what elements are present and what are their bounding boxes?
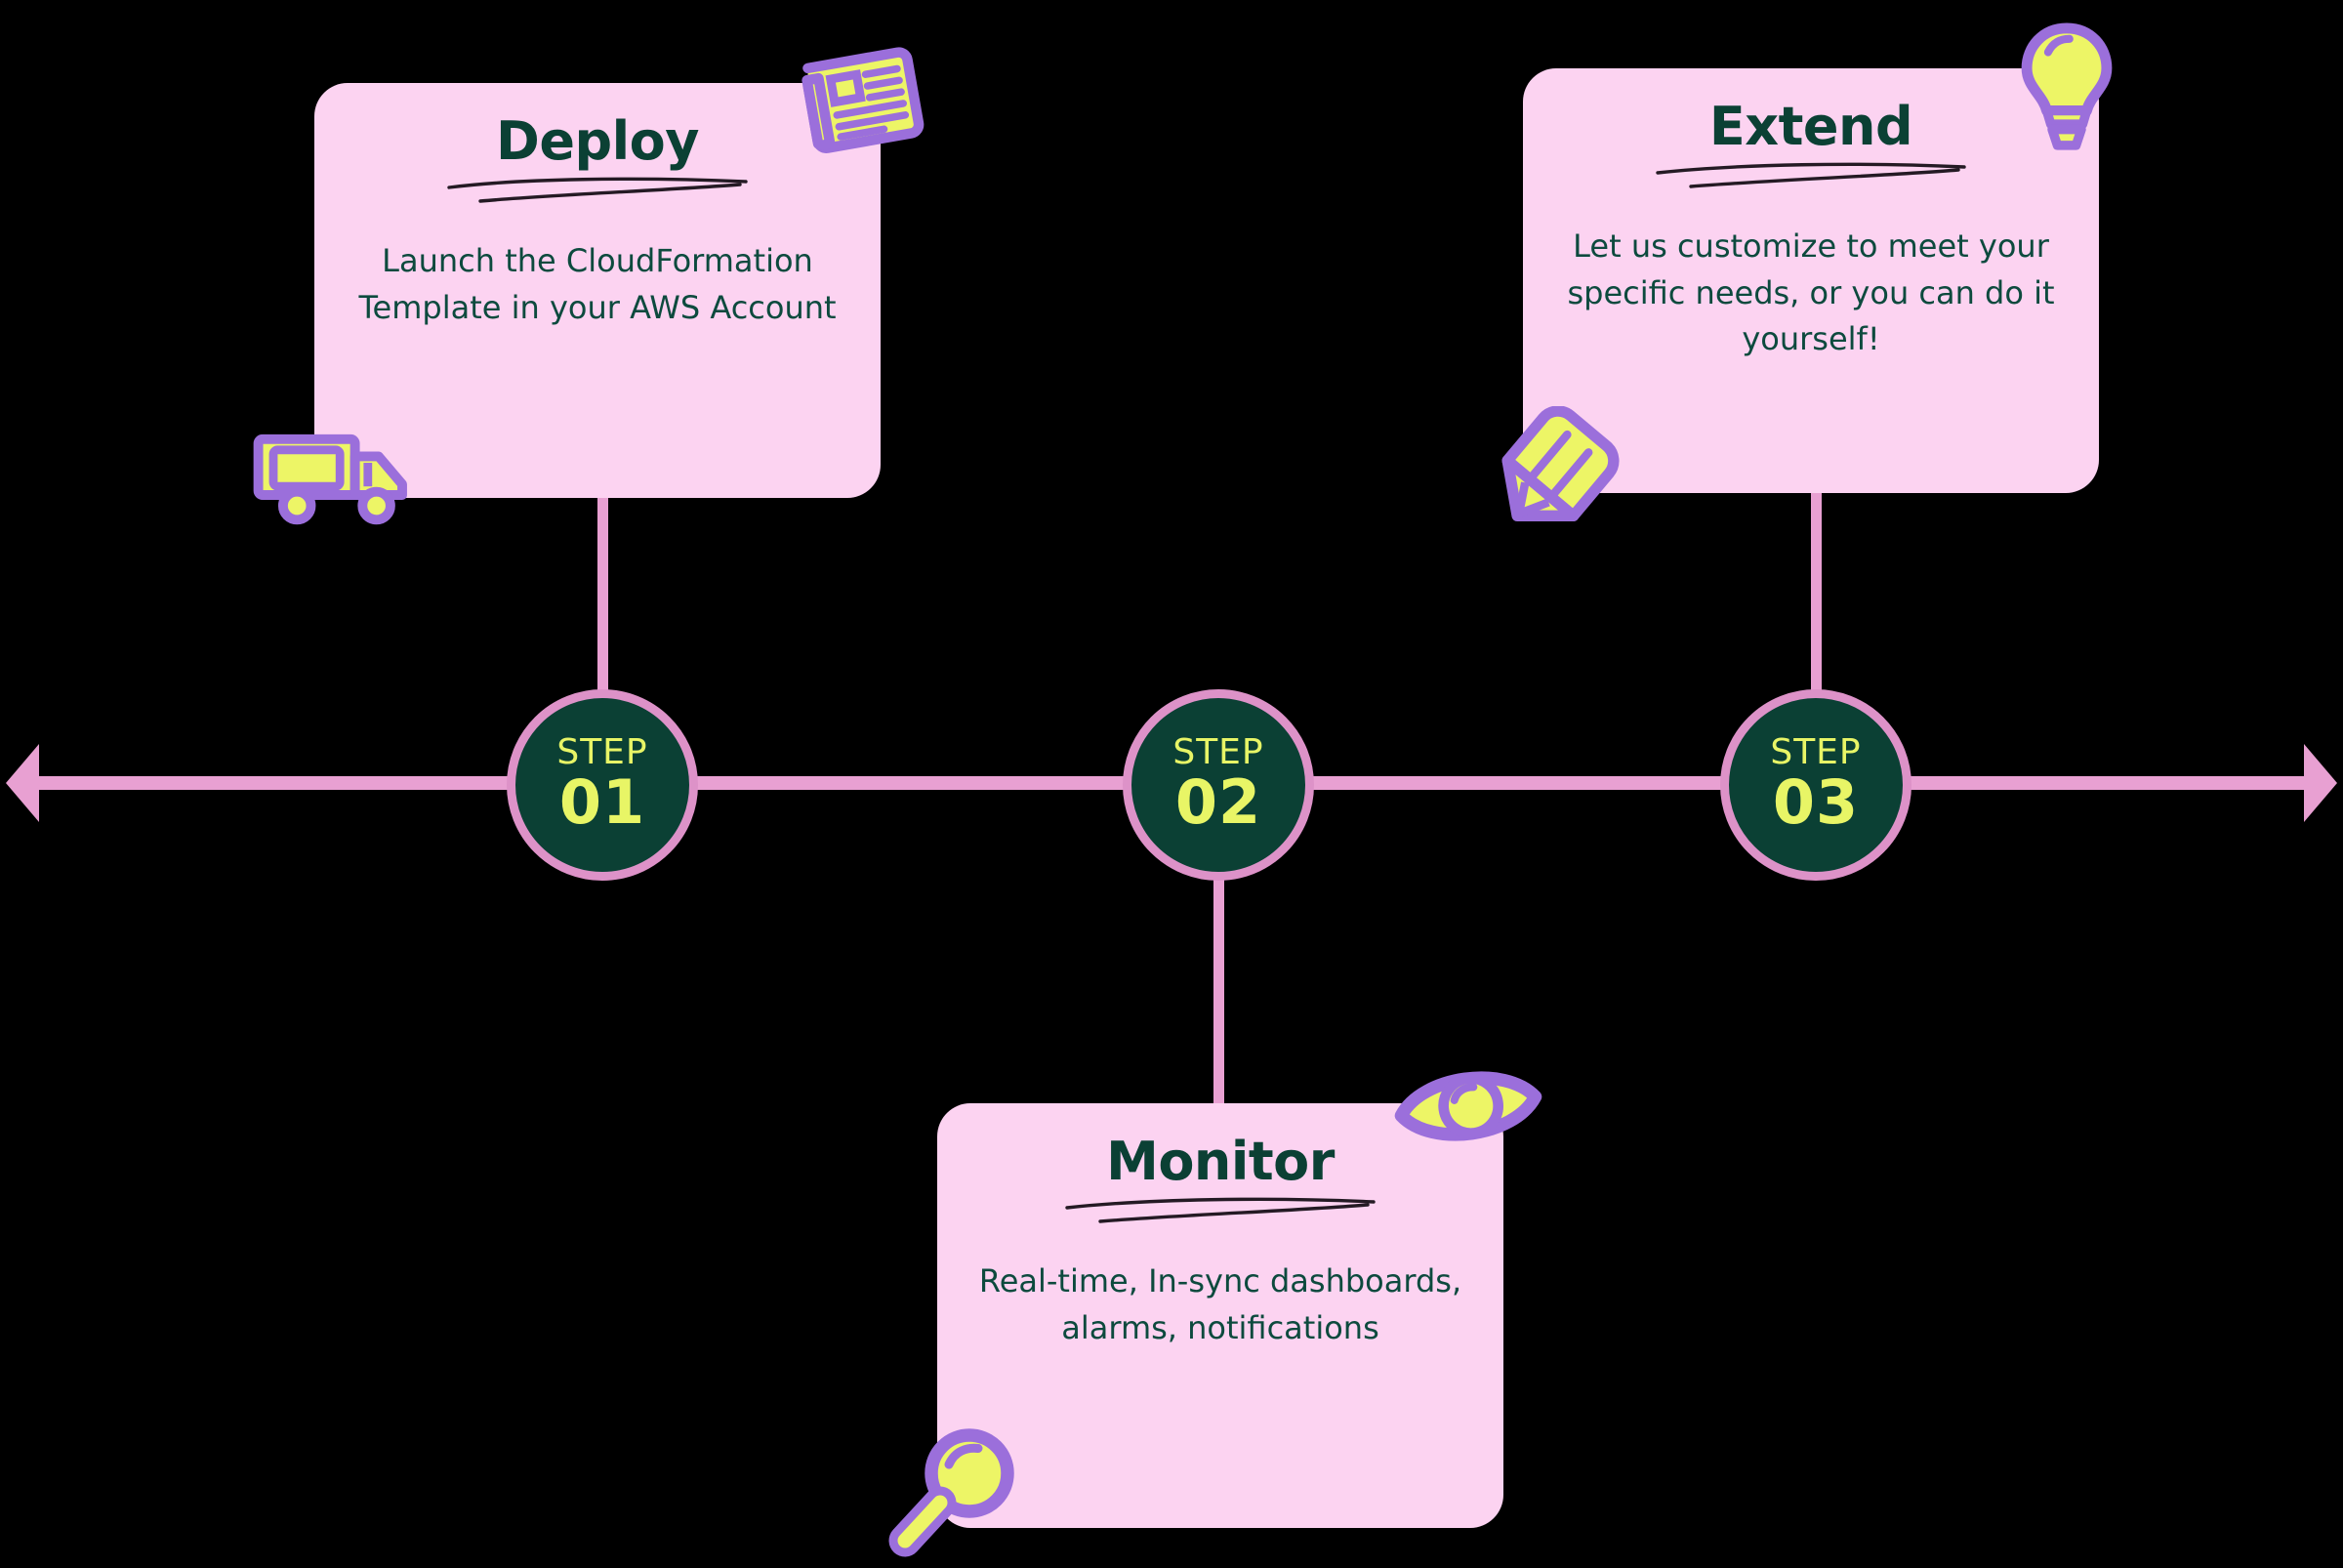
arrow-right-icon xyxy=(2304,744,2337,822)
lightbulb-icon xyxy=(2013,18,2120,164)
card-monitor-body: Real-time, In-sync dashboards, alarms, n… xyxy=(978,1262,1462,1346)
card-extend: Extend Let us customize to meet your spe… xyxy=(1523,68,2099,493)
squiggle-underline-icon xyxy=(1065,1198,1376,1224)
step-01-number: 01 xyxy=(558,766,646,839)
arrow-left-icon xyxy=(6,744,39,822)
card-extend-body: Let us customize to meet your specific n… xyxy=(1567,227,2055,358)
pencil-icon xyxy=(1482,405,1624,538)
step-03-number: 03 xyxy=(1772,766,1860,839)
step-circle-03[interactable]: STEP 03 xyxy=(1720,689,1911,881)
squiggle-underline-icon xyxy=(447,178,748,204)
card-monitor: Monitor Real-time, In-sync dashboards, a… xyxy=(937,1103,1503,1528)
magnifier-icon xyxy=(884,1418,1031,1564)
card-deploy-underline xyxy=(348,172,847,213)
card-monitor-title: Monitor xyxy=(1106,1131,1335,1192)
card-deploy: Deploy Launch the CloudFormation Templat… xyxy=(314,83,881,498)
delivery-truck-icon xyxy=(250,420,426,527)
step-circle-02[interactable]: STEP 02 xyxy=(1123,689,1314,881)
step-circle-01[interactable]: STEP 01 xyxy=(507,689,698,881)
eye-icon xyxy=(1383,1042,1553,1170)
connector-step1 xyxy=(597,498,608,791)
connector-step3 xyxy=(1811,488,1822,791)
card-deploy-title: Deploy xyxy=(496,110,699,172)
card-extend-underline xyxy=(1556,157,2066,198)
step-02-number: 02 xyxy=(1174,766,1262,839)
squiggle-underline-icon xyxy=(1656,163,1966,189)
step-02-label: STEP xyxy=(1172,732,1264,773)
connector-step2 xyxy=(1213,781,1224,1103)
card-extend-title: Extend xyxy=(1708,96,1913,157)
newspaper-icon xyxy=(775,10,945,180)
card-deploy-body: Launch the CloudFormation Template in yo… xyxy=(358,242,837,326)
step-01-label: STEP xyxy=(556,732,648,773)
card-monitor-underline xyxy=(970,1192,1470,1233)
step-03-label: STEP xyxy=(1770,732,1862,773)
